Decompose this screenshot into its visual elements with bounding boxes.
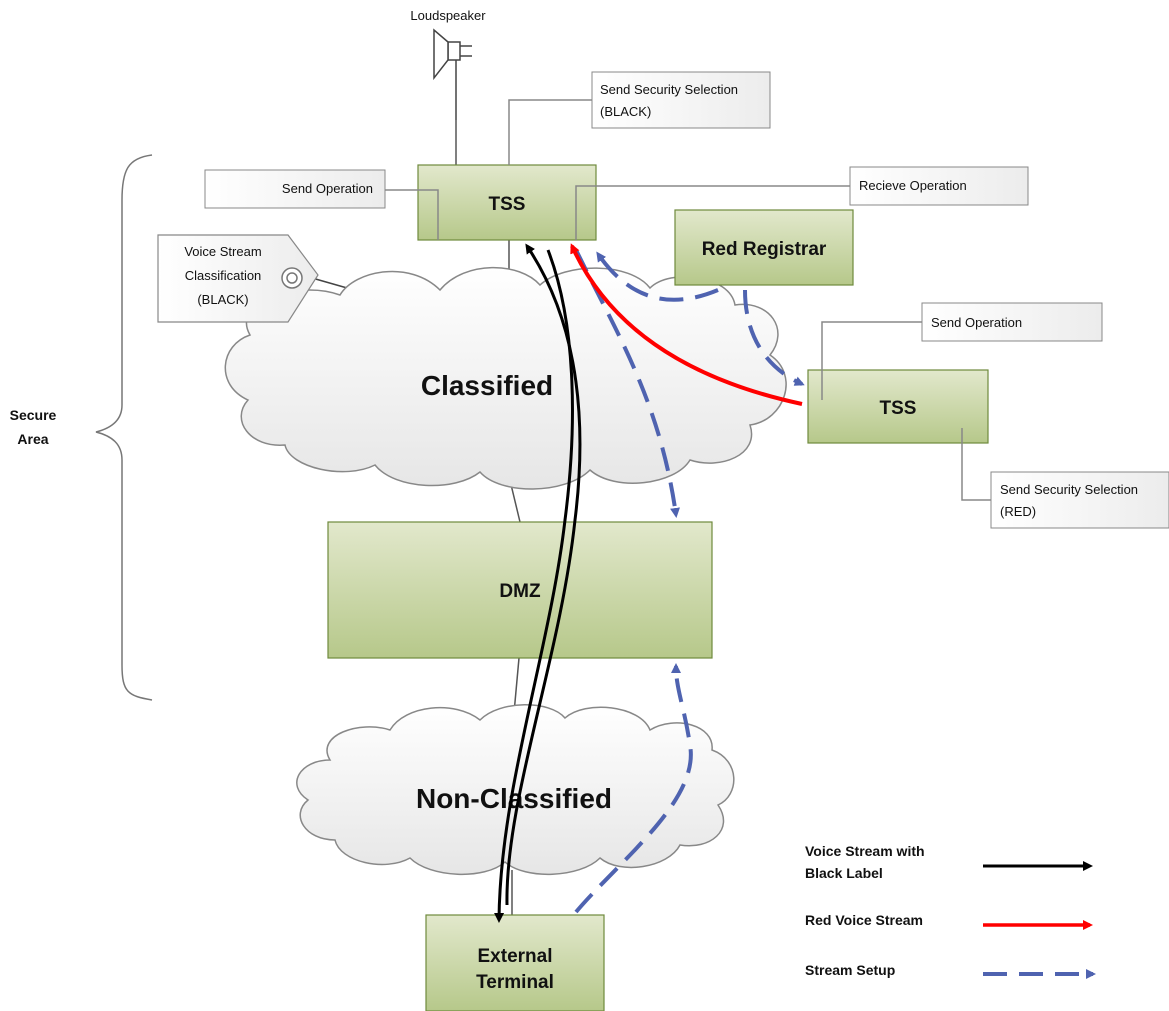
callout-send-operation-right: Send Operation: [821, 302, 1103, 400]
black-voice-stream-arrow-up: [505, 243, 582, 906]
tss-right-node: TSS: [807, 369, 989, 444]
setup-path-registrar-to-tss-right: [743, 289, 805, 386]
loudspeaker-label: Loudspeaker: [410, 8, 486, 23]
tss-top-node: TSS: [417, 164, 597, 241]
external-terminal-label-line2: Terminal: [476, 972, 554, 993]
svg-text:Voice Stream: Voice Stream: [184, 244, 261, 259]
svg-text:(BLACK): (BLACK): [197, 292, 248, 307]
svg-text:Classification: Classification: [185, 268, 262, 283]
callout-send-security-selection-black: Send Security Selection (BLACK): [508, 71, 771, 165]
external-terminal-label-line1: External: [478, 946, 553, 967]
dmz-label: DMZ: [499, 581, 541, 602]
black-voice-stream-arrow-down: [494, 249, 574, 923]
svg-text:Send Security Selection: Send Security Selection: [600, 82, 738, 97]
stream-setup-arrows: [574, 249, 805, 914]
legend-black-label-line1: Voice Stream with: [805, 843, 925, 859]
non-classified-cloud: Non-Classified: [296, 704, 735, 876]
callout-send-security-selection-red: Send Security Selection (RED): [961, 428, 1169, 529]
svg-text:Recieve Operation: Recieve Operation: [859, 178, 967, 193]
dmz-node: DMZ: [327, 521, 713, 659]
tss-right-label: TSS: [880, 398, 917, 419]
tss-top-label: TSS: [489, 194, 526, 215]
legend-red-label: Red Voice Stream: [805, 912, 923, 928]
svg-text:(RED): (RED): [1000, 504, 1036, 519]
red-registrar-node: Red Registrar: [674, 209, 854, 286]
callout-send-operation-top: Send Operation: [204, 169, 439, 240]
setup-path-registrar-to-tss-top: [596, 251, 719, 302]
legend-setup-label: Stream Setup: [805, 962, 895, 978]
red-voice-stream-arrow: [570, 243, 803, 406]
external-terminal-node: External Terminal: [425, 914, 605, 1011]
svg-text:Send Operation: Send Operation: [931, 315, 1022, 330]
secure-area-label-line1: Secure: [10, 407, 57, 423]
voice-stream-classification-tag: Voice Stream Classification (BLACK): [157, 234, 319, 323]
svg-text:(BLACK): (BLACK): [600, 104, 651, 119]
legend: Voice Stream with Black Label Red Voice …: [805, 843, 1096, 979]
secure-area-brace: [95, 154, 153, 701]
callout-recieve-operation: Recieve Operation: [575, 166, 1029, 240]
svg-text:Send Operation: Send Operation: [282, 181, 373, 196]
red-registrar-label: Red Registrar: [702, 239, 827, 260]
setup-path-terminal-to-dmz: [574, 663, 693, 914]
secure-area-label-line2: Area: [17, 431, 48, 447]
loudspeaker-icon: [433, 28, 472, 120]
classified-cloud: Classified: [224, 266, 787, 490]
svg-text:Send Security Selection: Send Security Selection: [1000, 482, 1138, 497]
classified-cloud-label: Classified: [421, 370, 553, 401]
legend-black-label-line2: Black Label: [805, 865, 883, 881]
